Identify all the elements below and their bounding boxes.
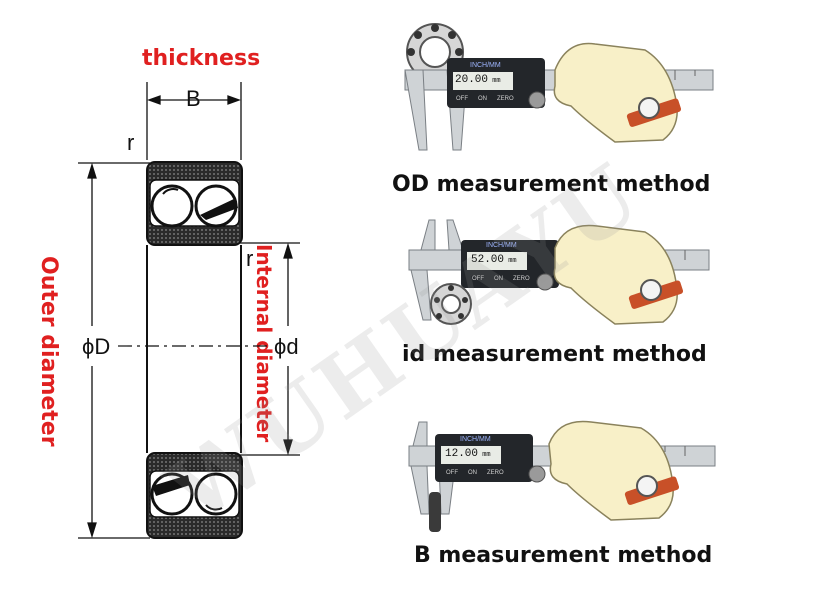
lower-race-section — [146, 452, 243, 539]
b-display-unit: mm — [482, 451, 491, 459]
od-measurement-illustration — [404, 23, 714, 151]
b-button-row: OFF ON ZERO — [446, 470, 504, 476]
id-display-unit: mm — [508, 257, 517, 265]
id-off-button: OFF — [472, 276, 484, 282]
gloved-hand — [553, 42, 682, 143]
b-display-value: 12.00 — [445, 448, 479, 460]
b-measurement-illustration — [408, 420, 716, 532]
inside-jaw-2 — [446, 219, 464, 251]
id-method-label: id measurement method — [402, 342, 707, 367]
upper-race-section — [146, 161, 243, 246]
inside-jaw — [412, 421, 428, 447]
od-method-label: OD measurement method — [392, 172, 711, 197]
thickness-label: thickness — [142, 46, 261, 71]
fixed-jaw — [404, 69, 428, 151]
bearing-icon — [430, 283, 472, 325]
id-measurement-illustration — [408, 219, 710, 325]
od-display-readout: 20.00 mm — [455, 74, 511, 86]
bearing-cross-section-diagram: B r r ϕD ϕd — [78, 82, 300, 539]
id-zero-button: ZERO — [513, 276, 530, 282]
od-display-unit: mm — [492, 77, 501, 85]
od-on-button: ON — [478, 96, 487, 102]
b-on-button: ON — [468, 470, 477, 476]
B-symbol: B — [186, 86, 201, 111]
id-display-readout: 52.00 mm — [471, 254, 527, 266]
r-symbol-top: r — [127, 130, 134, 155]
id-button-row: OFF ON ZERO — [472, 276, 530, 282]
internal-diameter-label: Internal diameter — [252, 244, 276, 443]
id-brand-text: INCH/MM — [486, 242, 517, 249]
gloved-hand — [548, 420, 680, 521]
od-button-row: OFF ON ZERO — [456, 96, 514, 102]
gloved-hand — [553, 224, 684, 325]
b-display-readout: 12.00 mm — [445, 448, 501, 460]
d-symbol: ϕd — [274, 334, 299, 359]
od-zero-button: ZERO — [497, 96, 514, 102]
od-off-button: OFF — [456, 96, 468, 102]
inner-diameter-dimension — [240, 242, 300, 456]
b-method-label: B measurement method — [414, 543, 713, 568]
b-brand-text: INCH/MM — [460, 436, 491, 443]
outer-diameter-dimension — [78, 162, 150, 539]
bearing-side-view — [429, 492, 441, 532]
D-symbol: ϕD — [82, 334, 110, 359]
fixed-jaw — [410, 269, 432, 321]
id-on-button: ON — [494, 276, 503, 282]
r-symbol-mid: r — [246, 246, 253, 271]
b-zero-button: ZERO — [487, 470, 504, 476]
id-display-value: 52.00 — [471, 254, 505, 266]
od-brand-text: INCH/MM — [470, 62, 501, 69]
od-display-value: 20.00 — [455, 74, 489, 86]
b-off-button: OFF — [446, 470, 458, 476]
fixed-jaw — [410, 465, 430, 515]
width-dimension — [146, 82, 242, 160]
outer-diameter-label: Outer diameter — [36, 256, 61, 447]
inside-jaw — [420, 219, 436, 251]
